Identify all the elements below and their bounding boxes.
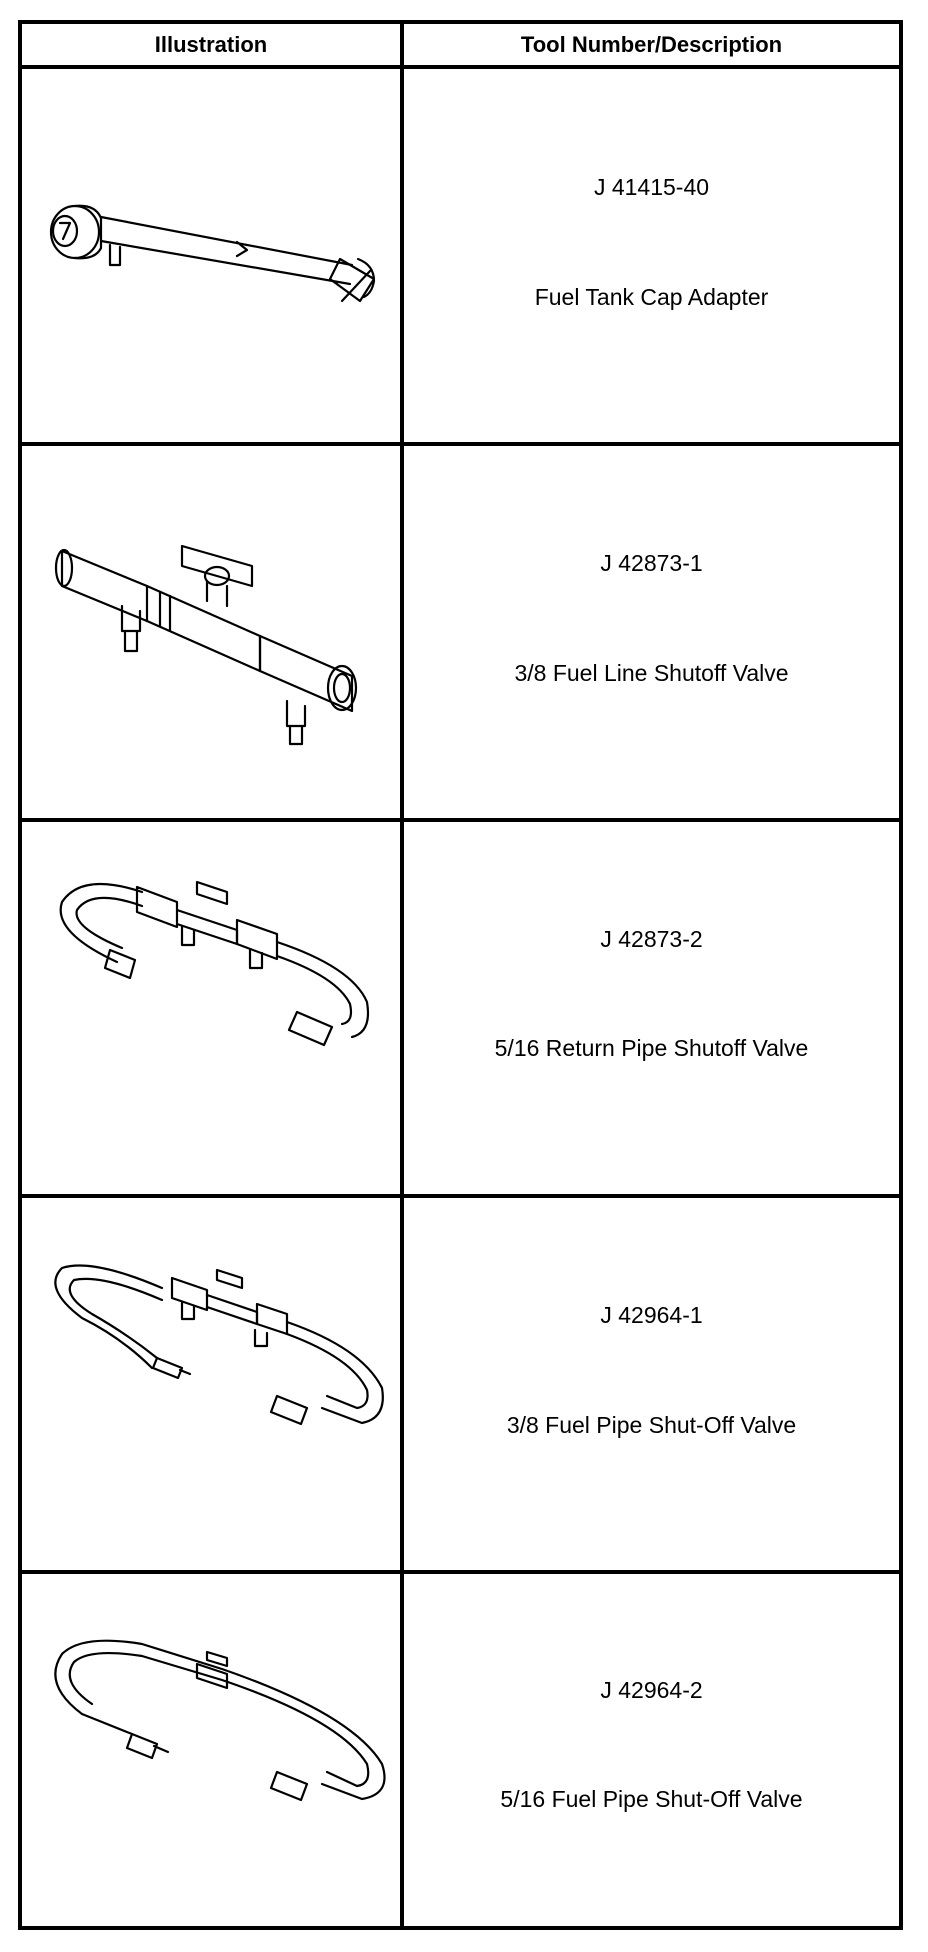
- table-header: Illustration Tool Number/Description: [22, 24, 899, 69]
- table-row: J 42964-2 5/16 Fuel Pipe Shut-Off Valve: [22, 1574, 899, 1926]
- tool-description: 3/8 Fuel Line Shutoff Valve: [514, 660, 789, 686]
- return-pipe-shutoff-valve-illustration: [22, 822, 400, 1198]
- table-row: J 42873-2 5/16 Return Pipe Shutoff Valve: [22, 822, 899, 1198]
- fuel-pipe-shutoff-valve-small-illustration: [22, 1574, 400, 1926]
- fuel-line-shutoff-valve-illustration: [22, 446, 400, 822]
- tool-description: 5/16 Return Pipe Shutoff Valve: [494, 1035, 809, 1061]
- tool-number: J 42873-2: [600, 926, 703, 952]
- table-row: J 41415-40 Fuel Tank Cap Adapter: [22, 69, 899, 446]
- tool-description: Fuel Tank Cap Adapter: [534, 284, 769, 310]
- tool-number: J 42873-1: [600, 550, 703, 576]
- tool-description: 3/8 Fuel Pipe Shut-Off Valve: [506, 1412, 797, 1438]
- column-divider: [400, 24, 404, 1926]
- header-illustration: Illustration: [154, 31, 268, 57]
- tool-number: J 42964-1: [600, 1302, 703, 1328]
- fuel-tank-cap-adapter-illustration: [22, 69, 400, 446]
- tool-number: J 41415-40: [593, 174, 710, 200]
- tool-table: Illustration Tool Number/Description J 4…: [18, 20, 903, 1930]
- table-row: J 42964-1 3/8 Fuel Pipe Shut-Off Valve: [22, 1198, 899, 1574]
- fuel-pipe-shutoff-valve-illustration: [22, 1198, 400, 1574]
- header-tool-number-description: Tool Number/Description: [520, 31, 783, 57]
- tool-number: J 42964-2: [600, 1677, 703, 1703]
- tool-description: 5/16 Fuel Pipe Shut-Off Valve: [500, 1786, 803, 1812]
- table-row: J 42873-1 3/8 Fuel Line Shutoff Valve: [22, 446, 899, 822]
